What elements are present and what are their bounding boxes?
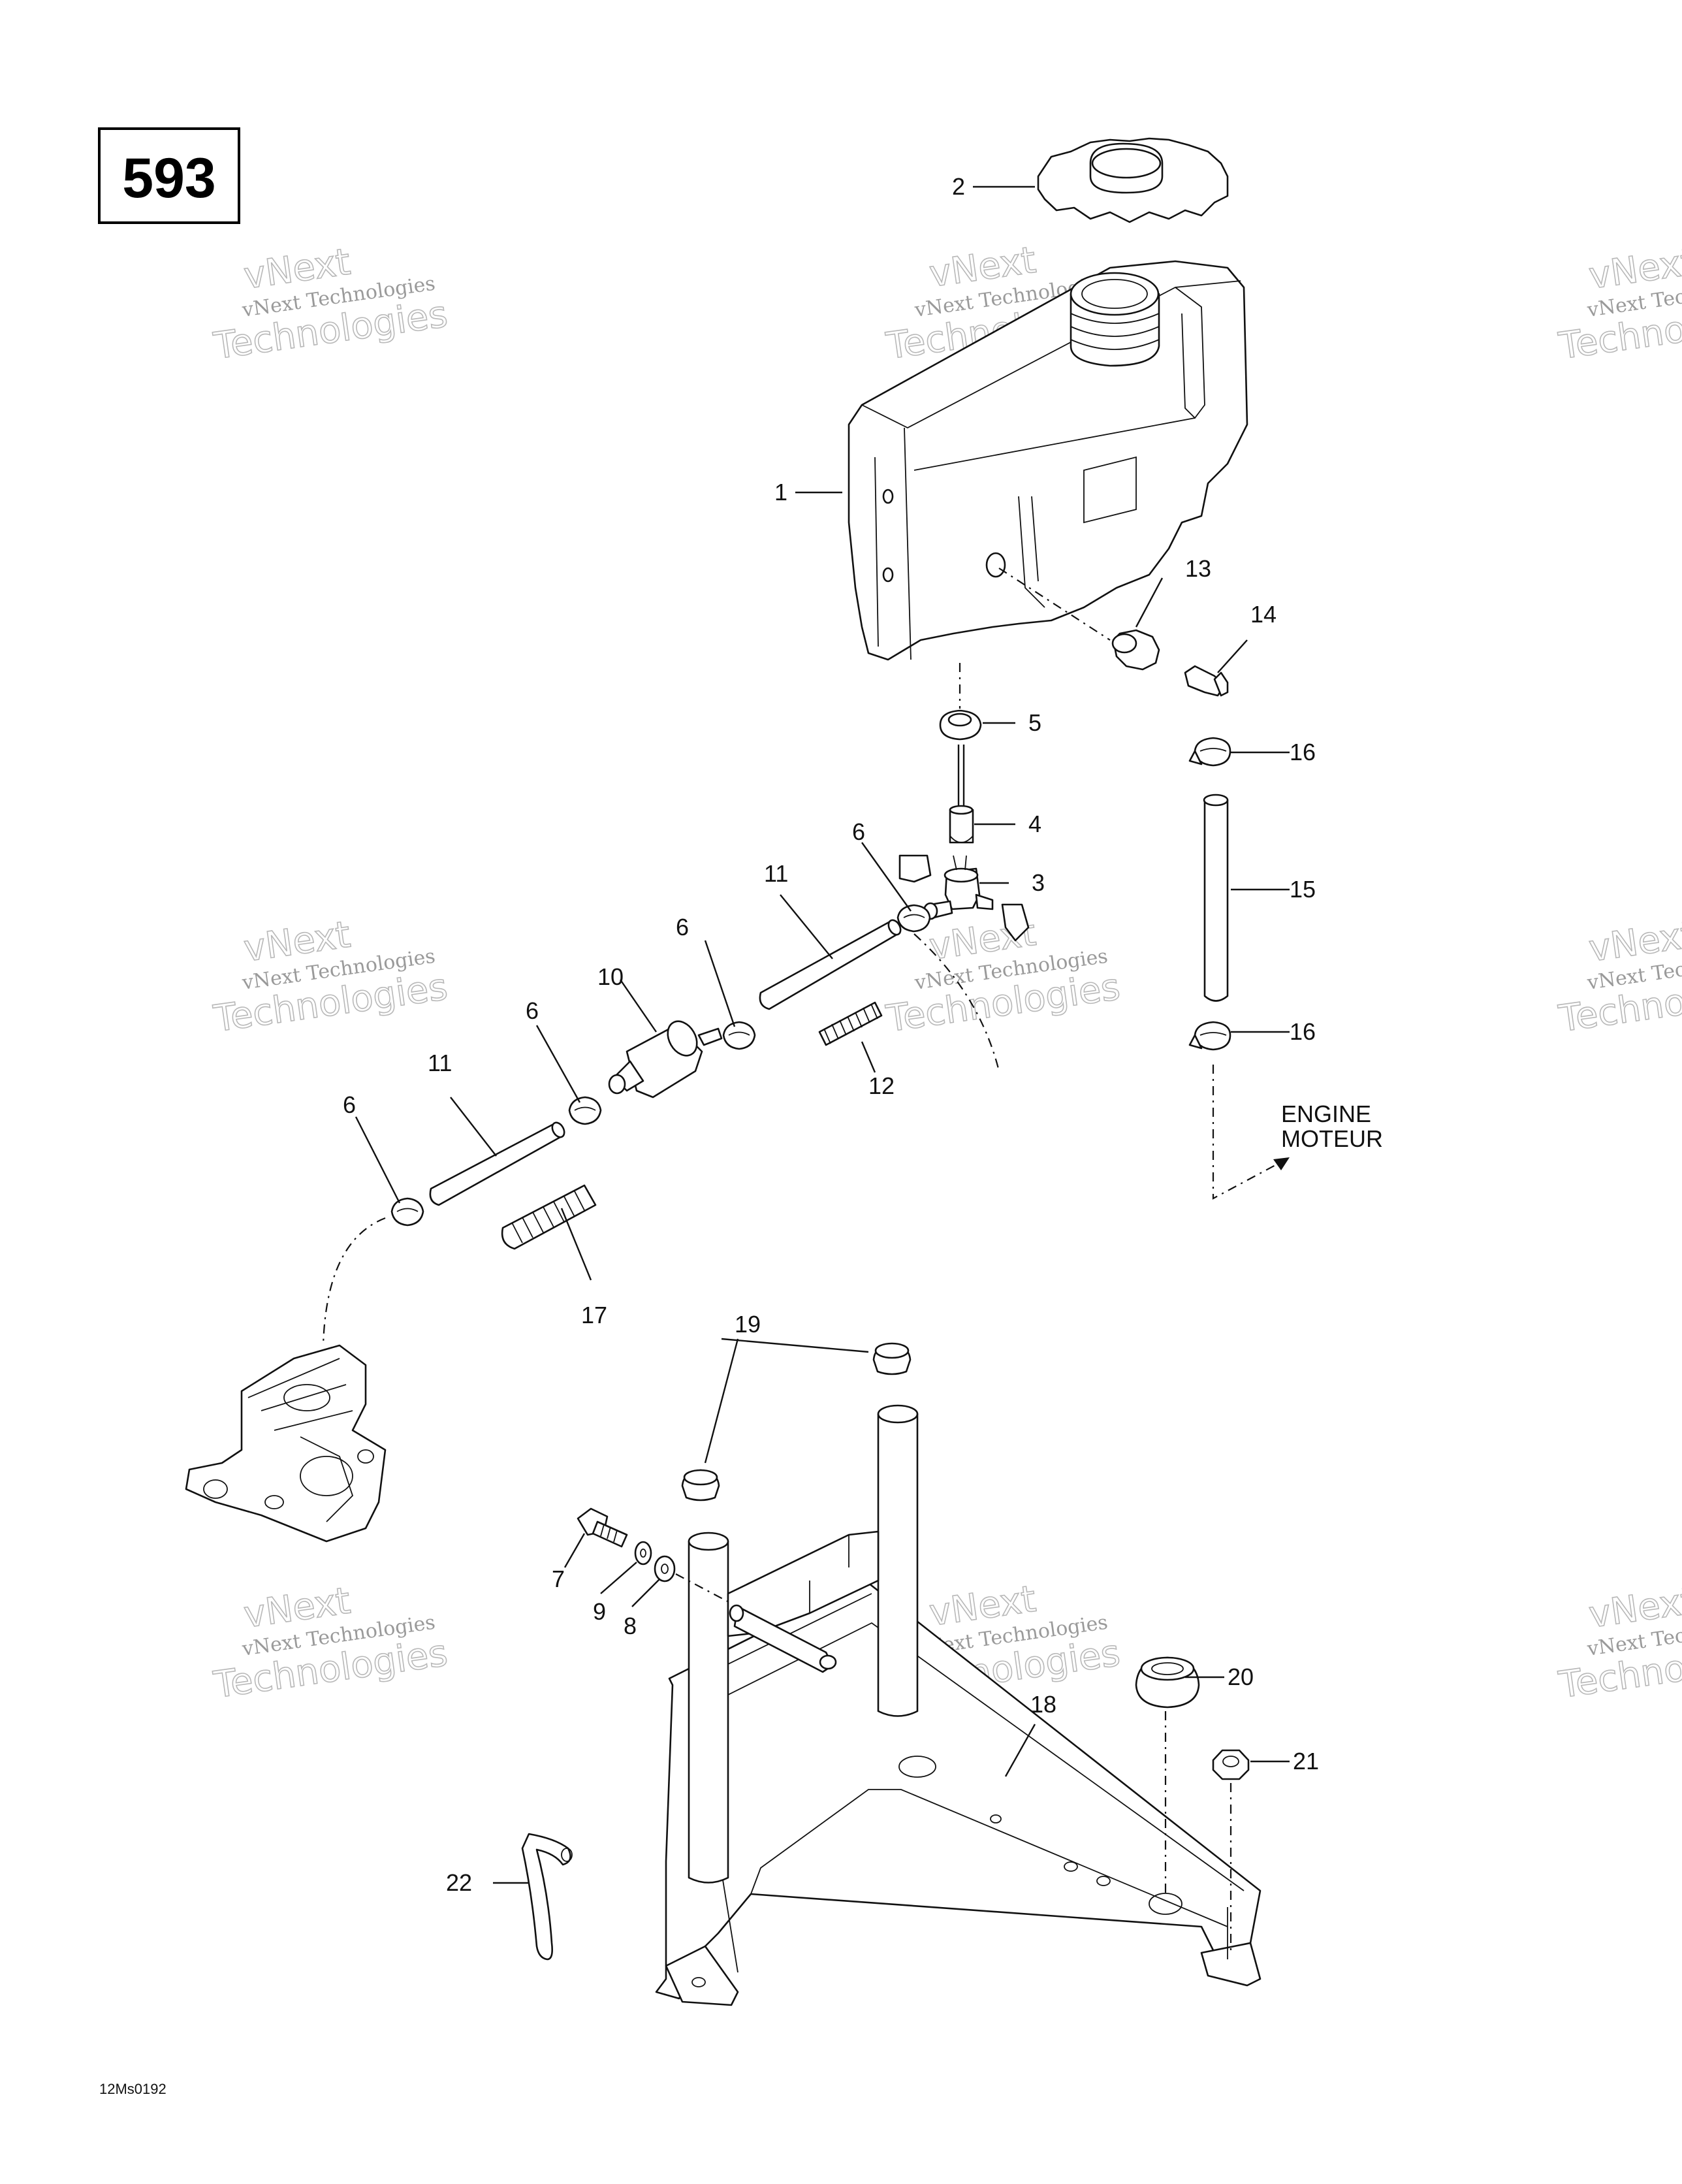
callout-16-bottom: 16 bbox=[1290, 1018, 1316, 1045]
callout-6-c: 6 bbox=[526, 997, 539, 1024]
callout-1: 1 bbox=[774, 479, 787, 506]
callout-10: 10 bbox=[597, 963, 624, 990]
callout-11-upper: 11 bbox=[764, 860, 788, 887]
page-number: 593 bbox=[122, 147, 216, 210]
callout-9: 9 bbox=[593, 1598, 606, 1625]
page-number-box: 593 bbox=[98, 127, 240, 224]
washer-8 bbox=[654, 1555, 732, 1604]
washer-9 bbox=[634, 1541, 652, 1566]
leader-lines bbox=[355, 185, 1290, 1884]
callout-6-a: 6 bbox=[852, 818, 865, 845]
callout-16-top: 16 bbox=[1290, 739, 1316, 765]
valve-3 bbox=[898, 854, 1030, 942]
clamp-6-d bbox=[390, 1197, 424, 1227]
callout-12: 12 bbox=[868, 1072, 895, 1099]
watermark: vNext vNext Technologies Technologies bbox=[1555, 1579, 1682, 1707]
callout-22: 22 bbox=[446, 1869, 472, 1896]
callout-7: 7 bbox=[552, 1566, 565, 1592]
fuel-pump bbox=[185, 1344, 387, 1543]
callout-8: 8 bbox=[624, 1613, 637, 1639]
tank-cap bbox=[1037, 137, 1229, 223]
grommet-20 bbox=[1135, 1656, 1200, 1894]
callout-2: 2 bbox=[952, 173, 965, 200]
clamp-6-c bbox=[568, 1096, 602, 1125]
callout-21: 21 bbox=[1293, 1748, 1319, 1774]
callout-15: 15 bbox=[1290, 876, 1316, 903]
fitting-14 bbox=[1184, 665, 1229, 697]
spring-12 bbox=[818, 1001, 883, 1046]
spring-17 bbox=[501, 1184, 597, 1250]
clamp-6-b bbox=[722, 1021, 756, 1050]
watermark: vNext vNext Technologies Technologies bbox=[210, 913, 451, 1041]
stand-frame-18 bbox=[655, 1404, 1262, 2006]
watermark: vNext vNext Technologies Technologies bbox=[210, 1579, 451, 1707]
line-from-valve bbox=[913, 933, 1000, 1072]
moteur-label: MOTEUR bbox=[1281, 1125, 1383, 1152]
nut-21 bbox=[1212, 1749, 1250, 1953]
watermark-group: vNext vNext Technologies Technologies vN… bbox=[210, 238, 1682, 1707]
hose-15 bbox=[1203, 794, 1229, 1002]
hose-11-upper bbox=[759, 919, 902, 1010]
plug-19-left bbox=[681, 1469, 720, 1502]
callout-6-d: 6 bbox=[343, 1091, 356, 1118]
engine-label: ENGINE bbox=[1281, 1100, 1371, 1127]
clamp-6-a bbox=[897, 904, 931, 933]
watermark: vNext vNext Technologies Technologies bbox=[1555, 913, 1682, 1041]
strainer-4 bbox=[949, 745, 974, 844]
line-to-pump bbox=[322, 1217, 386, 1346]
callout-labels: 1 2 3 4 5 6 6 6 6 7 8 9 10 11 11 12 13 1… bbox=[343, 173, 1319, 1896]
callout-17: 17 bbox=[581, 1302, 607, 1328]
callout-6-b: 6 bbox=[676, 914, 689, 940]
callout-4: 4 bbox=[1028, 811, 1041, 837]
callout-14: 14 bbox=[1250, 601, 1277, 628]
clamp-16-top bbox=[1188, 737, 1231, 767]
clamp-16-bottom bbox=[1188, 1021, 1231, 1051]
plug-19-right bbox=[872, 1342, 912, 1375]
grommet-5 bbox=[939, 663, 982, 741]
callout-13: 13 bbox=[1185, 555, 1211, 582]
drawing-code: 12Ms0192 bbox=[99, 2081, 167, 2097]
bolt-7 bbox=[577, 1507, 628, 1548]
watermark: vNext vNext Technologies Technologies bbox=[1555, 240, 1682, 368]
callout-3: 3 bbox=[1032, 869, 1045, 896]
fuel-filter-10 bbox=[608, 1020, 723, 1099]
callout-18: 18 bbox=[1030, 1691, 1056, 1718]
callout-19: 19 bbox=[735, 1311, 761, 1338]
hose-11-lower bbox=[429, 1121, 565, 1206]
callout-11-lower: 11 bbox=[428, 1050, 452, 1076]
callout-20: 20 bbox=[1228, 1663, 1254, 1690]
clip-22 bbox=[521, 1833, 573, 1961]
callout-5: 5 bbox=[1028, 709, 1041, 736]
watermark: vNext vNext Technologies Technologies bbox=[210, 240, 451, 368]
engine-direction: ENGINE MOTEUR bbox=[1212, 1065, 1383, 1200]
oil-tank bbox=[848, 260, 1248, 661]
grommet-13 bbox=[998, 568, 1160, 671]
